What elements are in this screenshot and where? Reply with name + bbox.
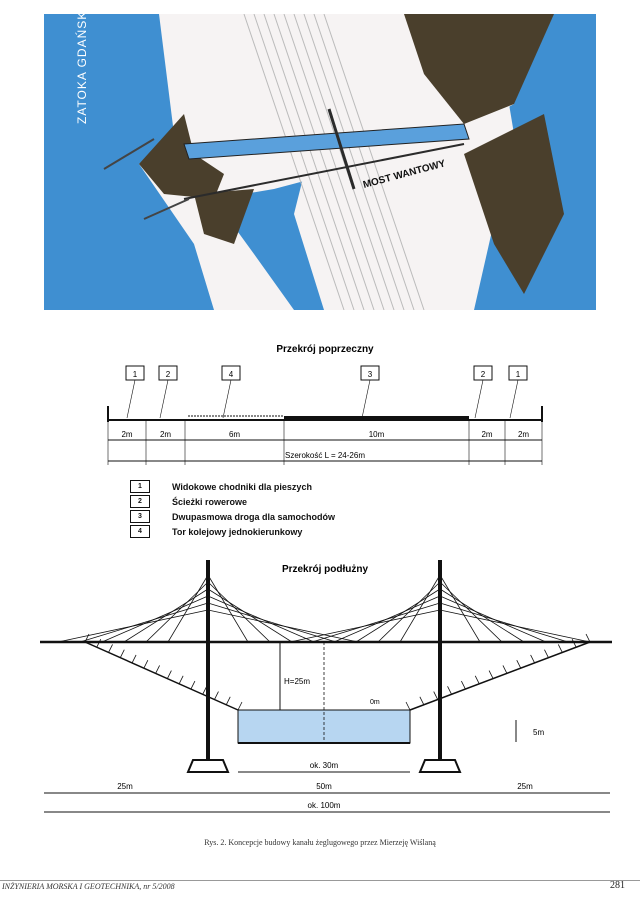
figure-caption: Rys. 2. Koncepcje budowy kanału żeglugow… [204,838,436,847]
legend-number: 1 [130,480,150,493]
height-label: H=25m [284,677,310,686]
canal-map: ZATOKA GDAŃSKA MOST WANTOWY [44,14,596,310]
dimension-label: 2m [160,430,171,439]
total-label: ok. 100m [308,801,341,810]
forest-bottom-left [194,189,254,244]
forest-right-bottom [464,114,564,294]
legend-number: 3 [130,510,150,523]
dimension-label: 2m [481,430,492,439]
pier-left-1 [103,138,155,170]
right-side-label: 25m [517,782,533,791]
legend-text: Widokowe chodniki dla pieszych [172,481,312,492]
section-marker: 2 [473,365,493,419]
dimension-label: 2m [121,430,132,439]
water-level-label: 0m [370,699,380,706]
section-marker: 3 [360,365,380,419]
cross-section-diagram: Przekrój poprzeczny 1 2 4 3 2 1 2m 2m 6m 10m 2m 2m… [107,344,543,465]
total-width-label: Szerokość L = 24-26m [285,451,365,460]
legend-text: Ścieżki rowerowe [172,496,248,507]
zatoka-label: ZATOKA GDAŃSKA [74,14,89,124]
legend-item: 4 Tor kolejowy jednokierunkowy [130,525,302,538]
cross-section-title: Przekrój poprzeczny [276,344,374,355]
legend: 1 Widokowe chodniki dla pieszych 2 Ścieżki … [130,480,460,545]
svg-text:4: 4 [229,370,234,379]
pier-left-2 [143,198,190,220]
svg-text:3: 3 [368,370,373,379]
section-marker: 2 [158,365,178,419]
section-marker: 4 [221,365,241,419]
depth-label: 5m [533,728,544,737]
forest-left [139,114,224,199]
right-slope [409,641,591,711]
journal-footer: INŻYNIERIA MORSKA I GEOTECHNIKA, nr 5/20… [2,882,175,891]
svg-text:1: 1 [133,370,138,379]
legend-text: Dwupasmowa droga dla samochodów [172,511,336,522]
legend-item: 2 Ścieżki rowerowe [130,495,247,508]
legend-number: 4 [130,525,150,538]
longitudinal-section-diagram: Przekrój podłużny H=25m 0m 5m ok. 30m 50… [40,560,612,813]
road [183,143,465,200]
right-footing [418,759,462,773]
dimension-label: 6m [229,430,240,439]
left-footing [186,759,230,773]
left-slope [84,641,239,711]
svg-text:2: 2 [166,370,171,379]
dimension-label: 2m [518,430,529,439]
canal-width-label: ok. 30m [310,761,339,770]
dimension-label: 10m [369,430,385,439]
forest-right-top [404,14,554,124]
canal [183,123,470,160]
legend-number: 2 [130,495,150,508]
section-marker: 1 [125,365,145,419]
footer-rule [0,880,640,881]
longitudinal-title: Przekrój podłużny [282,564,369,575]
legend-text: Tor kolejowy jednokierunkowy [172,526,303,537]
page-number: 281 [610,880,625,891]
section-marker: 1 [508,365,528,419]
left-side-label: 25m [117,782,133,791]
legend-item: 1 Widokowe chodniki dla pieszych [130,480,312,493]
road-deck [284,416,469,421]
span-label: 50m [316,782,332,791]
svg-text:1: 1 [516,370,521,379]
svg-text:2: 2 [481,370,486,379]
bridge [327,108,356,190]
legend-item: 3 Dwupasmowa droga dla samochodów [130,510,335,523]
